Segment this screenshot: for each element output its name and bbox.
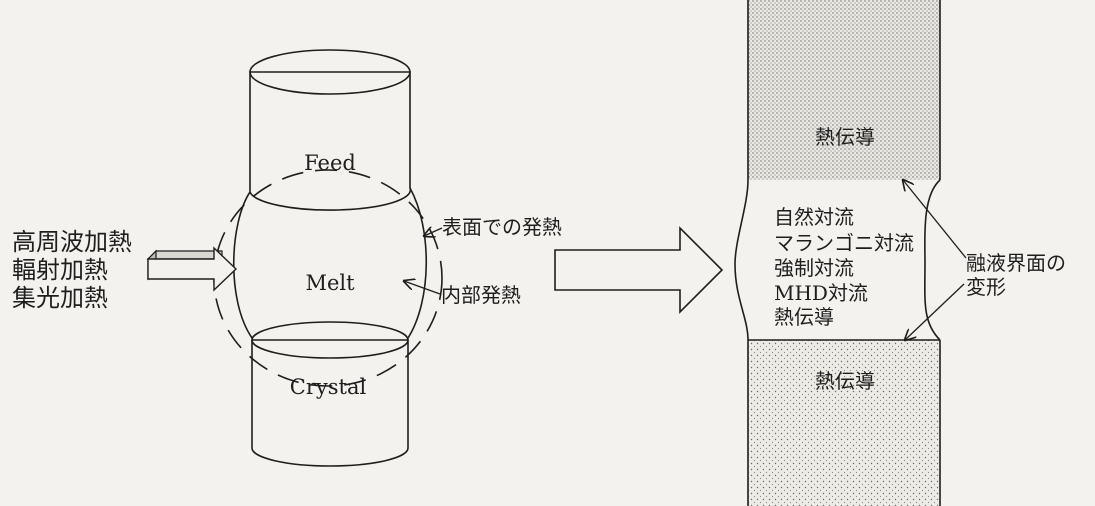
internal-heating-arrow <box>404 281 441 295</box>
surface-heating-label: 表面での発熱 <box>442 215 562 239</box>
melt-label: Melt <box>305 271 355 295</box>
crystal-rod-top <box>251 321 409 359</box>
crystal-rod <box>251 321 409 467</box>
heating-input-arrow <box>146 246 238 292</box>
heating-method-2: 輻射加熱 <box>12 256 108 284</box>
melt-right-surface <box>407 187 428 339</box>
heating-method-1: 高周波加熱 <box>12 228 132 256</box>
right-melt-left-surface <box>734 179 749 341</box>
right-melt-zone: 自然対流 マランゴニ対流 強制対流 MHD対流 熱伝導 <box>734 179 941 341</box>
bottom-rod: 熱伝導 <box>747 339 941 506</box>
left-diagram: Feed Melt Crystal 高周波加熱 輻射加熱 集光加熱 表面での発熱… <box>12 49 562 467</box>
bottom-rod-label: 熱伝導 <box>815 369 875 393</box>
heating-method-3: 集光加熱 <box>12 284 108 312</box>
melt-phenomenon-2: マランゴニ対流 <box>774 231 914 255</box>
bottom-rod-fill <box>748 340 940 506</box>
top-rod: 熱伝導 <box>747 0 941 180</box>
feed-label: Feed <box>304 151 356 175</box>
crystal-label: Crystal <box>290 375 367 399</box>
melt-phenomenon-3: 強制対流 <box>774 256 854 280</box>
melt-phenomenon-5: 熱伝導 <box>774 305 834 329</box>
feed-rod <box>249 49 412 211</box>
right-melt-right-surface <box>924 179 941 341</box>
top-rod-label: 熱伝導 <box>815 125 875 149</box>
surface-heating-arrow <box>424 228 443 236</box>
melt-phenomenon-1: 自然対流 <box>774 205 854 229</box>
crystal-rod-body <box>251 339 409 467</box>
interface-arrow-top <box>903 180 967 259</box>
top-rod-fill <box>748 0 940 180</box>
right-diagram: 熱伝導 自然対流 マランゴニ対流 強制対流 MHD対流 熱伝導 熱伝導 融液界面… <box>734 0 1066 506</box>
interface-arrow-bottom <box>905 283 965 340</box>
feed-rod-body <box>249 71 412 211</box>
interface-label-line-2: 変形 <box>966 275 1006 299</box>
internal-heating-label: 内部発熱 <box>441 283 521 307</box>
interface-label-line-1: 融液界面の <box>966 251 1066 275</box>
melt-phenomenon-4: MHD対流 <box>774 281 868 305</box>
transition-arrow <box>554 226 724 314</box>
feed-rod-top <box>249 49 411 95</box>
